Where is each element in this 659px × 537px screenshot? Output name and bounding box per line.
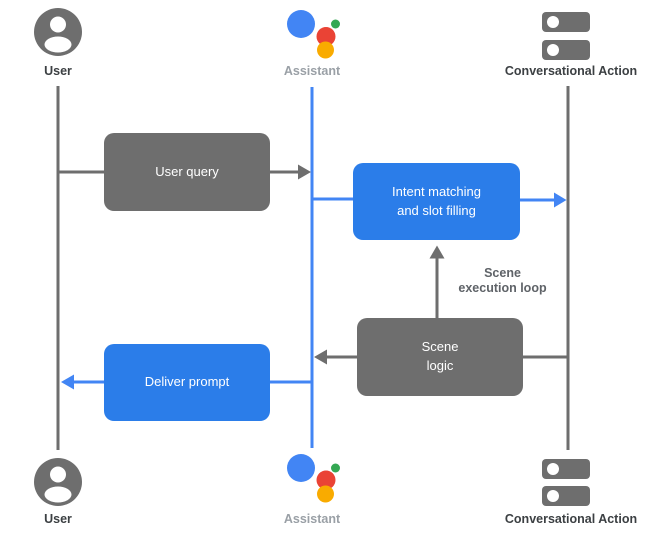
actor-label-assistant-top: Assistant [283, 64, 341, 78]
scene-logic-label: Scene logic [422, 338, 459, 376]
actor-label-conversational-action-bottom: Conversational Action [504, 512, 638, 526]
actor-label-assistant-bottom: Assistant [283, 512, 341, 526]
intent-matching-box: Intent matching and slot filling [353, 163, 520, 240]
assistant-icon-bottom [287, 454, 340, 503]
user-query-label: User query [155, 163, 219, 179]
intent-matching-line2: and slot filling [397, 202, 476, 218]
scene-logic-box: Scene logic [357, 318, 523, 396]
user-query-box: User query [104, 133, 270, 211]
actor-label-user-bottom: User [44, 512, 72, 526]
user-icon-top [34, 8, 82, 56]
intent-to-action-arrow [518, 192, 567, 208]
conversational-action-icon-top [542, 12, 590, 60]
scene-execution-loop-line2: execution loop [458, 281, 547, 295]
intent-matching-line1: Intent matching [392, 183, 481, 199]
actor-label-user-top: User [44, 64, 72, 78]
intent-matching-label: Intent matching and slot filling [392, 183, 481, 221]
deliver-prompt-box: Deliver prompt [104, 344, 270, 421]
actor-label-conversational-action-top: Conversational Action [504, 64, 638, 78]
scene-logic-line2: logic [426, 358, 454, 373]
scene-logic-line1: Scene [421, 339, 459, 355]
scene-execution-loop-label: Scene execution loop [430, 266, 575, 296]
assistant-icon-top [287, 10, 340, 59]
conversational-action-icon-bottom [542, 459, 590, 506]
scene-loop-arrow [429, 245, 445, 320]
deliver-prompt-label: Deliver prompt [144, 374, 230, 390]
scene-execution-loop-line1: Scene [484, 266, 521, 280]
user-icon-bottom [34, 458, 82, 506]
